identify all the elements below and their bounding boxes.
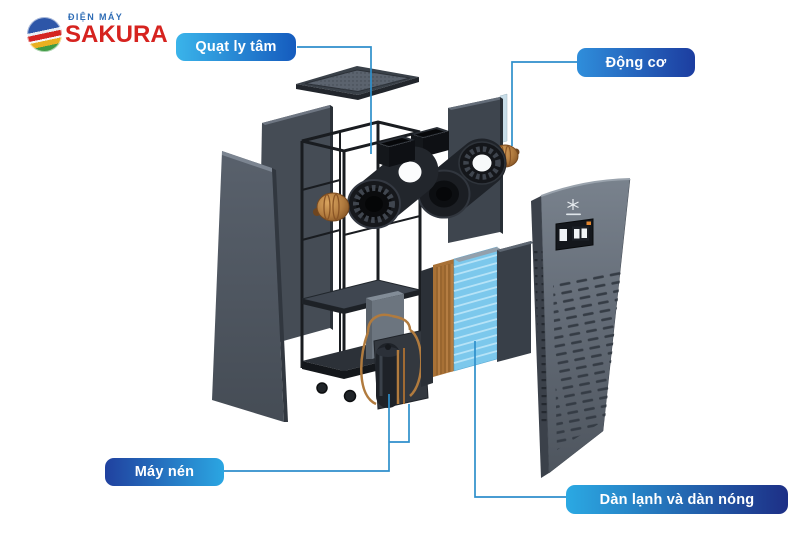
compressor <box>360 291 429 410</box>
centrifugal-fan-assembly <box>313 127 520 229</box>
connector-fan <box>297 46 372 154</box>
fan-outlet-2 <box>411 127 449 157</box>
evaporator-blue-coil <box>453 246 502 372</box>
control-display <box>555 218 594 251</box>
connector-motor <box>511 61 577 146</box>
condenser-copper-coil <box>433 259 454 377</box>
brand-text: ĐIỆN MÁY SAKURA <box>65 12 168 47</box>
label-coils: Dàn lạnh và dàn nóng <box>566 485 788 514</box>
side-panel-front-left <box>212 151 288 422</box>
connector-compressor <box>224 394 390 472</box>
top-cover-panel <box>296 66 419 100</box>
centrifugal-fan-2 <box>411 127 507 219</box>
sakura-globe-icon <box>27 17 62 52</box>
coil-front-sheet <box>421 267 433 387</box>
fan-outlet-1 <box>377 136 415 167</box>
connector-compressor-branch <box>389 404 410 443</box>
brand-logo: ĐIỆN MÁY SAKURA <box>27 12 168 52</box>
fan-motor-left <box>313 192 350 222</box>
label-compressor: Máy nén <box>105 458 224 486</box>
connector-coils <box>474 341 566 498</box>
centrifugal-fan-1 <box>347 136 439 229</box>
brand-name: SAKURA <box>65 21 168 48</box>
callout-connectors <box>224 46 577 498</box>
label-motor: Động cơ <box>577 48 695 77</box>
label-centrifugal-fan-text: Quạt ly tâm <box>195 39 277 55</box>
copper-tubing <box>360 313 423 406</box>
middle-shelf <box>301 279 421 314</box>
label-motor-text: Động cơ <box>605 54 667 71</box>
label-compressor-text: Máy nén <box>134 464 195 480</box>
front-cabinet-panel <box>531 178 631 478</box>
brand-emblem <box>566 199 581 216</box>
label-coils-text: Dàn lạnh và dàn nóng <box>599 491 755 508</box>
coil-back-sheet <box>497 241 534 362</box>
heat-exchanger-coils <box>421 241 534 387</box>
label-centrifugal-fan: Quạt ly tâm <box>176 33 296 61</box>
brand-top-text: ĐIỆN MÁY <box>68 12 124 22</box>
vent-slats <box>553 270 621 450</box>
